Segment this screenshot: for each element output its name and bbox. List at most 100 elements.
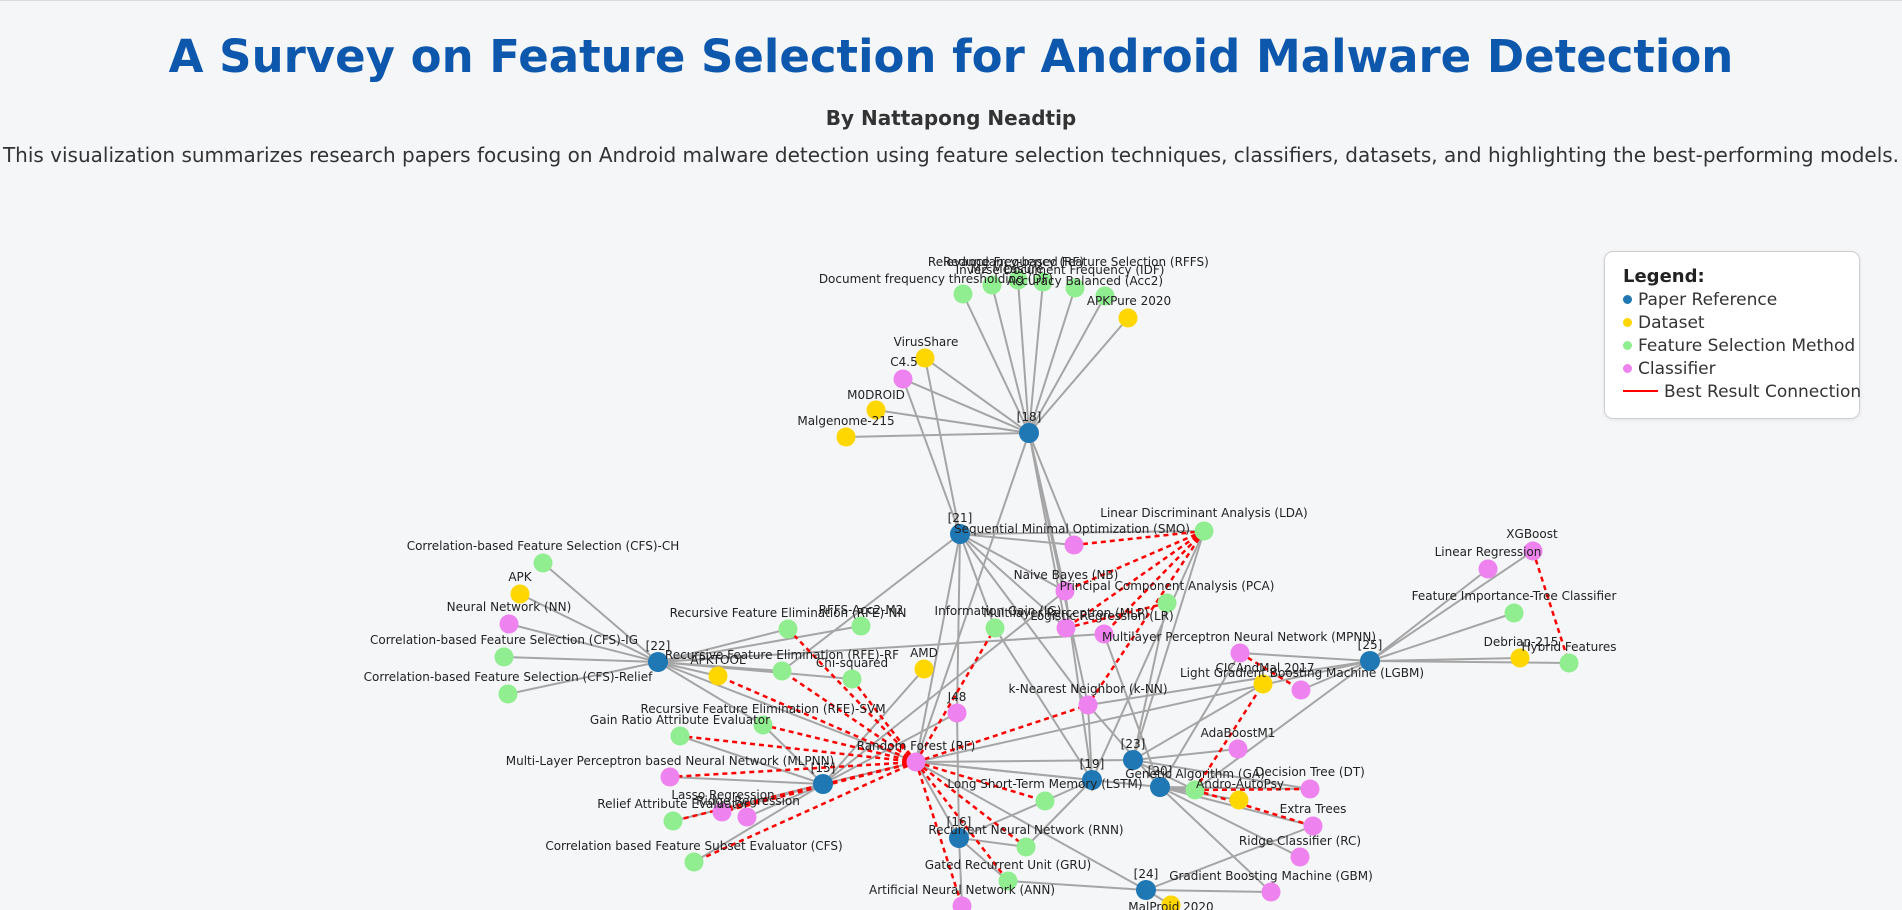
feature-node-cfse[interactable] (684, 852, 704, 872)
classifier-node-mlpnn[interactable] (660, 767, 680, 787)
node-label-nb: Naive Bayes (NB) (1014, 568, 1119, 582)
node-label-lr: Logistic Regression (LR) (1030, 609, 1173, 623)
classifier-node-lr[interactable] (1094, 624, 1114, 644)
dataset-node-cicandmal[interactable] (1253, 674, 1273, 694)
dataset-node-apktool[interactable] (708, 666, 728, 686)
edge-p22-rfesvm (657, 661, 764, 726)
dataset-node-debrian[interactable] (1510, 648, 1530, 668)
edge-p18-knn (1028, 432, 1089, 706)
classifier-node-nn[interactable] (499, 614, 519, 634)
node-label-p25: [25] (1358, 638, 1383, 652)
feature-node-m2[interactable] (982, 275, 1002, 295)
paper-node-p18[interactable] (1019, 423, 1039, 443)
feature-node-pca[interactable] (1157, 593, 1177, 613)
edge-p23-randomforest (915, 759, 1134, 763)
paper-node-p22[interactable] (648, 652, 668, 672)
edge-p16-lstm (958, 800, 1046, 839)
feature-node-fitc[interactable] (1504, 603, 1524, 623)
feature-node-lda[interactable] (1194, 521, 1214, 541)
classifier-node-dt[interactable] (1300, 779, 1320, 799)
paper-node-p23[interactable] (1123, 750, 1143, 770)
feature-node-ga[interactable] (1185, 780, 1205, 800)
edge-p16-randomforest (915, 761, 960, 839)
classifier-node-extratrees[interactable] (1303, 816, 1323, 836)
paper-node-p20[interactable] (1150, 777, 1170, 797)
feature-node-rfesvm[interactable] (753, 715, 773, 735)
node-label-m0droid: M0DROID (847, 388, 905, 402)
feature-node-ig[interactable] (985, 618, 1005, 638)
dataset-node-malgenome[interactable] (836, 427, 856, 447)
feature-node-hybrid[interactable] (1559, 653, 1579, 673)
node-label-p24: [24] (1134, 867, 1159, 881)
edges-layer (503, 279, 1570, 907)
feature-node-relief[interactable] (663, 811, 683, 831)
classifier-node-linreg[interactable] (1478, 559, 1498, 579)
best-edge-randomforest-lstm (915, 760, 1046, 803)
feature-node-rfsacc2[interactable] (851, 616, 871, 636)
node-label-apk: APK (508, 570, 532, 584)
classifier-node-lasso[interactable] (712, 802, 732, 822)
dataset-node-androauto[interactable] (1229, 790, 1249, 810)
paper-node-p19[interactable] (1082, 770, 1102, 790)
edge-p15-cfse (693, 783, 824, 863)
edge-p25-linreg (1369, 568, 1489, 662)
feature-node-gainratio[interactable] (670, 726, 690, 746)
feature-node-rnn[interactable] (1016, 837, 1036, 857)
dataset-node-apkpure[interactable] (1118, 308, 1138, 328)
node-label-idf: Inverse Document Frequency (IDF) (956, 263, 1165, 277)
paper-node-p15[interactable] (813, 774, 833, 794)
edge-p18-rrfs (1017, 279, 1030, 434)
best-edge-ga-cicandmal (1193, 683, 1265, 791)
dataset-node-apk[interactable] (510, 584, 530, 604)
feature-node-cfsch[interactable] (533, 553, 553, 573)
feature-node-chisq[interactable] (842, 669, 862, 689)
edge-p18-idf (1028, 281, 1044, 434)
feature-node-lstm[interactable] (1035, 791, 1055, 811)
paper-node-p25[interactable] (1360, 651, 1380, 671)
edge-p19-rnn (1025, 779, 1093, 848)
dataset-node-virusshare[interactable] (915, 348, 935, 368)
dataset-node-malproid[interactable] (1161, 895, 1181, 910)
classifier-node-knn[interactable] (1078, 695, 1098, 715)
classifier-node-adaboost[interactable] (1228, 739, 1248, 759)
classifier-node-rc[interactable] (1290, 847, 1310, 867)
node-label-adaboost: AdaBoostM1 (1201, 726, 1276, 740)
classifier-node-nb[interactable] (1055, 581, 1075, 601)
feature-node-rfenn[interactable] (778, 619, 798, 639)
feature-node-cfsrelief[interactable] (498, 684, 518, 704)
classifier-node-randomforest[interactable] (906, 752, 926, 772)
feature-node-relevance[interactable] (953, 284, 973, 304)
dataset-node-amd[interactable] (914, 659, 934, 679)
classifier-node-gbm[interactable] (1261, 882, 1281, 902)
dataset-node-m0droid[interactable] (866, 400, 886, 420)
classifier-node-smo[interactable] (1064, 535, 1084, 555)
edge-p20-lr (1103, 633, 1161, 788)
best-edge-lda-lr (1103, 530, 1205, 635)
node-label-j48: J48 (947, 690, 967, 704)
feature-node-rferf[interactable] (772, 661, 792, 681)
paper-node-p16[interactable] (949, 828, 969, 848)
classifier-node-mlp[interactable] (1056, 618, 1076, 638)
classifier-node-ridge[interactable] (737, 807, 757, 827)
classifier-node-xgboost[interactable] (1523, 541, 1543, 561)
node-label-lasso: Lasso Regression (671, 788, 774, 802)
classifier-node-ann[interactable] (952, 896, 972, 910)
edge-p21-ig (959, 533, 996, 629)
feature-node-acc2[interactable] (1065, 278, 1085, 298)
node-label-extratrees: Extra Trees (1280, 802, 1347, 816)
feature-node-dft[interactable] (1095, 286, 1115, 306)
edge-p20-rc (1159, 786, 1301, 858)
feature-node-idf[interactable] (1033, 272, 1053, 292)
node-label-rferf: Recursive Feature Elimination (RFE)-RF (665, 648, 899, 662)
classifier-node-c45[interactable] (893, 369, 913, 389)
legend-item-label: Classifier (1638, 359, 1716, 379)
paper-node-p24[interactable] (1136, 880, 1156, 900)
classifier-node-lgbm[interactable] (1291, 680, 1311, 700)
classifier-node-mpnn[interactable] (1230, 643, 1250, 663)
feature-node-gru[interactable] (998, 871, 1018, 891)
classifier-node-j48[interactable] (947, 703, 967, 723)
feature-node-rrfs[interactable] (1008, 270, 1028, 290)
paper-node-p21[interactable] (950, 524, 970, 544)
feature-node-cfsig[interactable] (494, 647, 514, 667)
